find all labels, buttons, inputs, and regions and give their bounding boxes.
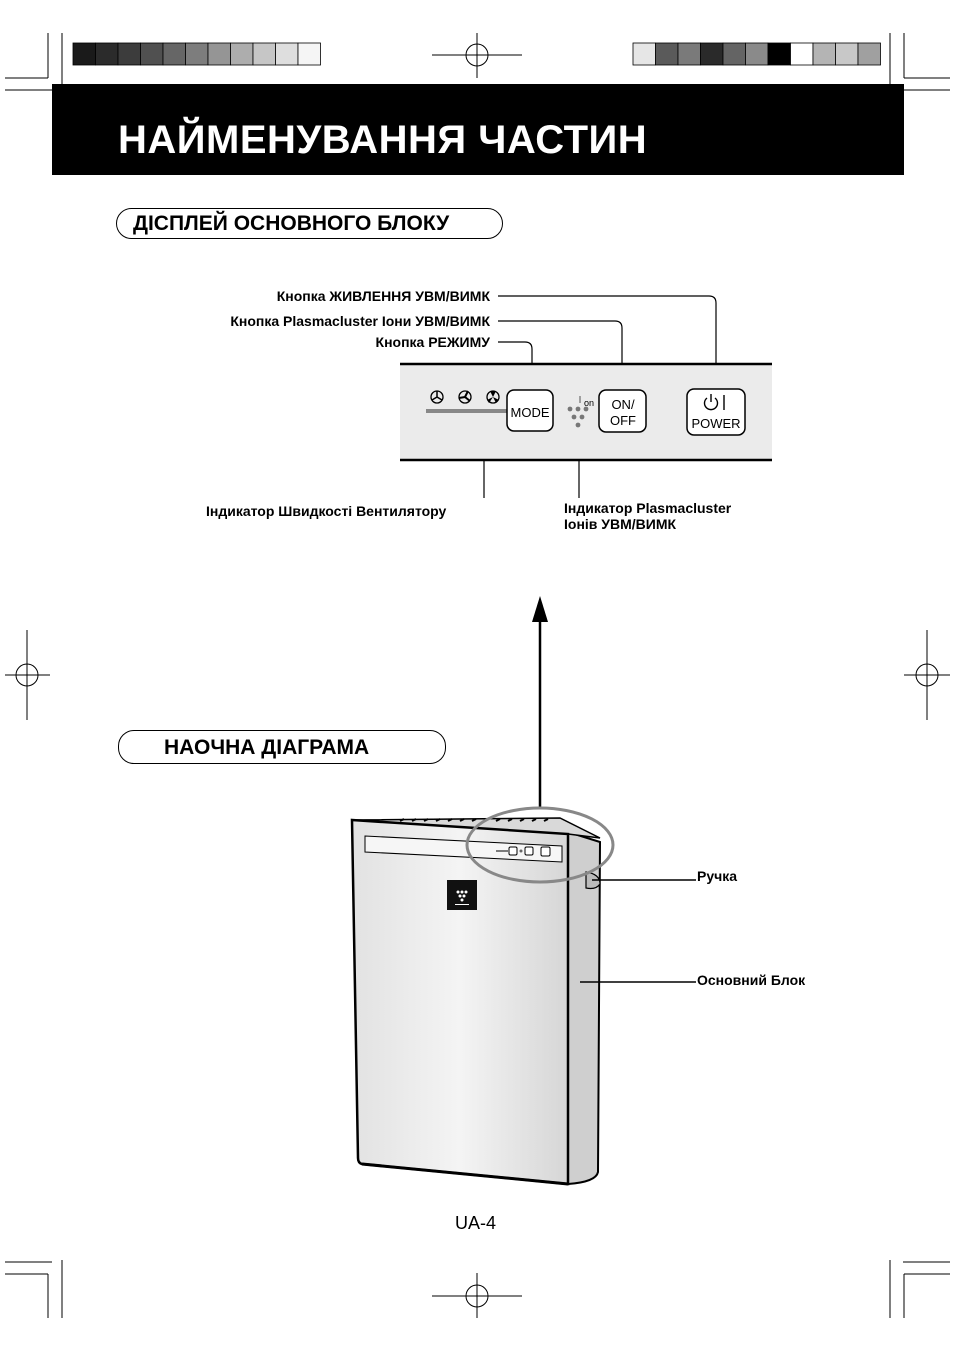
- ion-on-label: on: [584, 398, 594, 408]
- plasmacluster-onoff-button[interactable]: [598, 389, 647, 433]
- fan-speed-indicator-bar: [426, 409, 508, 413]
- plasmacluster-ion-icon: [567, 396, 589, 428]
- mode-button[interactable]: [506, 389, 554, 432]
- registration-swatch: [297, 42, 321, 66]
- label-power-button: Кнопка ЖИВЛЕННЯ УВМ/ВИМК: [276, 288, 490, 304]
- registration-bar-right: [632, 42, 881, 66]
- page-title: НАЙМЕНУВАННЯ ЧАСТИН: [118, 118, 648, 162]
- label-handle: Ручка: [697, 868, 738, 884]
- top-vents: [399, 818, 549, 822]
- fan-speed-icon-low: [430, 390, 444, 404]
- label-plasmacluster-indicator-line1: Індикатор Plasmacluster: [564, 500, 732, 516]
- mode-button-label: MODE: [511, 405, 550, 420]
- section-title-display: ДІСПЛЕЙ ОСНОВНОГО БЛОКУ: [116, 208, 503, 239]
- plasmacluster-logo-mark: [455, 890, 469, 905]
- power-icon: [703, 394, 725, 411]
- section-title-diagram: НАОЧНА ДІАГРАМА: [118, 730, 446, 764]
- onoff-label-line1: ON/: [611, 397, 635, 412]
- registration-swatch: [857, 42, 881, 66]
- label-fan-speed-indicator: Індикатор Швидкості Вентилятору: [206, 503, 447, 519]
- plasmacluster-logo: [447, 880, 477, 910]
- display-highlight-ellipse: [465, 806, 615, 884]
- unit-front-panel: [350, 818, 570, 1186]
- page-title-bar: НАЙМЕНУВАННЯ ЧАСТИН: [52, 84, 904, 175]
- label-plasmacluster-indicator-line2: Іонів УВМ/ВИМК: [564, 516, 677, 532]
- unit-display-buttons: [496, 846, 551, 857]
- fan-speed-icon-high: [486, 390, 500, 404]
- page-number: UA-4: [455, 1213, 497, 1233]
- label-main-unit: Основний Блок: [697, 972, 806, 988]
- fan-speed-icon-medium: [458, 390, 472, 404]
- power-button-label: POWER: [691, 416, 740, 431]
- label-plasmacluster-button: Кнопка Plasmacluster Іони УВМ/ВИМК: [230, 313, 490, 329]
- onoff-label-line2: OFF: [610, 413, 636, 428]
- pointer-arrow-head: [532, 596, 548, 622]
- label-mode-button: Кнопка РЕЖИМУ: [375, 334, 490, 350]
- registration-bar-left: [72, 42, 321, 66]
- power-button[interactable]: [686, 388, 746, 436]
